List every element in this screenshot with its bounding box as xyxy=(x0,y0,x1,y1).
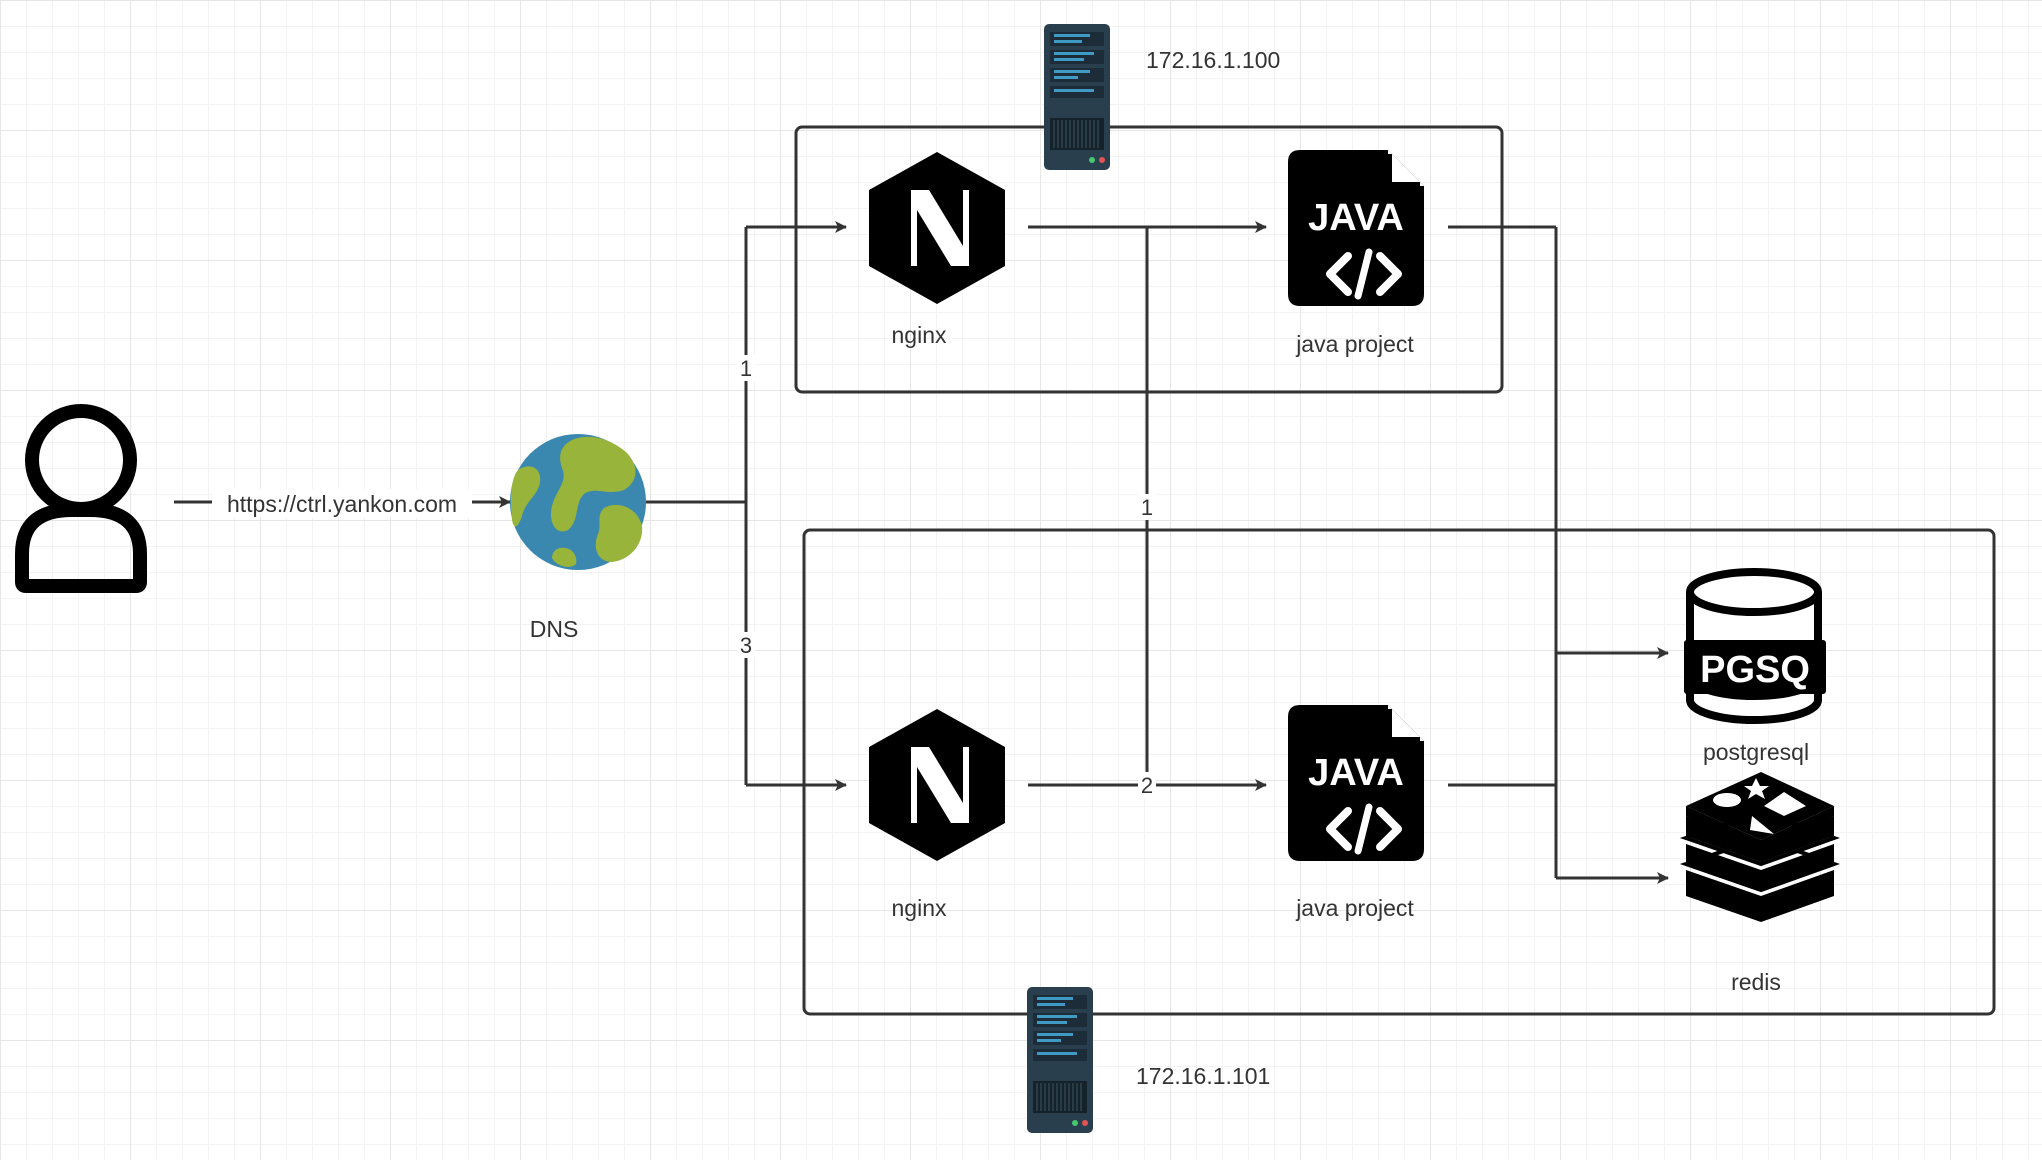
nginx-icon-bottom xyxy=(869,709,1005,861)
url-label: https://ctrl.yankon.com xyxy=(227,491,457,517)
server-box-top xyxy=(794,125,1504,394)
dns-label: DNS xyxy=(530,616,579,642)
server-top-ip: 172.16.1.100 xyxy=(1146,47,1280,73)
java-icon-bottom xyxy=(1288,705,1424,861)
postgresql-label: postgresql xyxy=(1703,739,1809,765)
edge-label-cross-top: 1 xyxy=(1141,495,1153,520)
server-bottom-ip: 172.16.1.101 xyxy=(1136,1063,1270,1089)
edge-label-cross-bottom: 2 xyxy=(1141,773,1153,798)
edge-label-dns-top: 1 xyxy=(740,356,752,381)
server-icon-bottom xyxy=(1026,986,1094,1134)
edge-label-dns-bottom: 3 xyxy=(740,633,752,658)
nginx-icon-top xyxy=(869,152,1005,304)
redis-icon xyxy=(1679,772,1840,922)
nginx-label-bottom: nginx xyxy=(892,895,947,921)
server-icon-top xyxy=(1043,23,1111,171)
nginx-label-top: nginx xyxy=(892,322,947,348)
postgresql-icon: PGSQ xyxy=(1684,568,1826,724)
java-label-top: java project xyxy=(1295,331,1414,357)
globe-icon xyxy=(510,434,646,570)
java-label-bottom: java project xyxy=(1295,895,1414,921)
postgresql-icon-text: PGSQ xyxy=(1700,649,1810,691)
redis-label: redis xyxy=(1731,969,1781,995)
server-box-bottom xyxy=(802,528,1996,1016)
user-icon xyxy=(15,404,147,593)
java-icon-top xyxy=(1288,150,1424,306)
